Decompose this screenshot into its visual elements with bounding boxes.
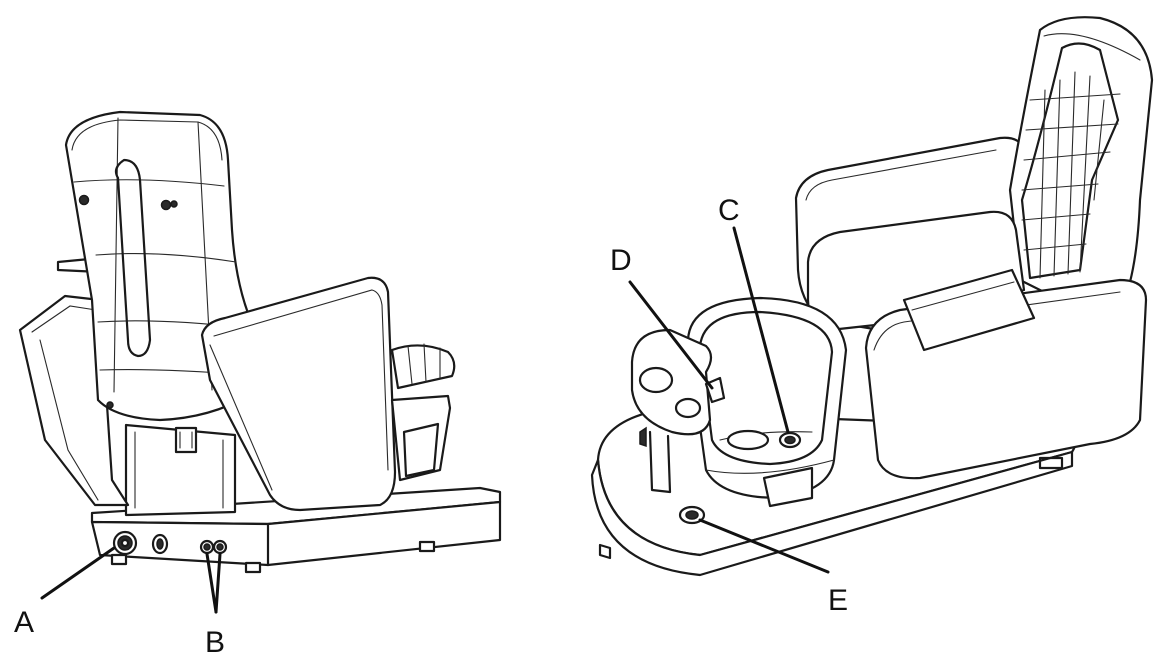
pointer-e bbox=[698, 518, 830, 574]
pointer-b2 bbox=[214, 552, 222, 614]
callout-label-e: E bbox=[828, 584, 848, 617]
pointer-c bbox=[732, 226, 790, 434]
callout-label-d: D bbox=[610, 244, 632, 277]
right-armrest bbox=[200, 276, 397, 512]
lower-cabinet bbox=[124, 423, 237, 517]
callout-label-b: B bbox=[205, 626, 225, 659]
water-connectors-b bbox=[199, 539, 228, 555]
basin-jet-c bbox=[778, 431, 802, 449]
callout-label-a: A bbox=[14, 606, 34, 639]
chair-front-view: C D E bbox=[590, 16, 1154, 617]
pointer-d bbox=[628, 280, 714, 390]
pointer-b1 bbox=[205, 552, 218, 614]
footrest-basin bbox=[390, 343, 456, 482]
side-port bbox=[151, 533, 169, 555]
drain-connector-a bbox=[112, 530, 138, 556]
pointer-a bbox=[40, 546, 116, 600]
backrest bbox=[1008, 16, 1154, 302]
callout-label-c: C bbox=[718, 194, 740, 227]
chair-rear-view: A B bbox=[14, 110, 502, 659]
front-armrest bbox=[864, 268, 1148, 480]
floor-drain-e bbox=[678, 505, 706, 525]
foot-basin bbox=[686, 296, 848, 508]
